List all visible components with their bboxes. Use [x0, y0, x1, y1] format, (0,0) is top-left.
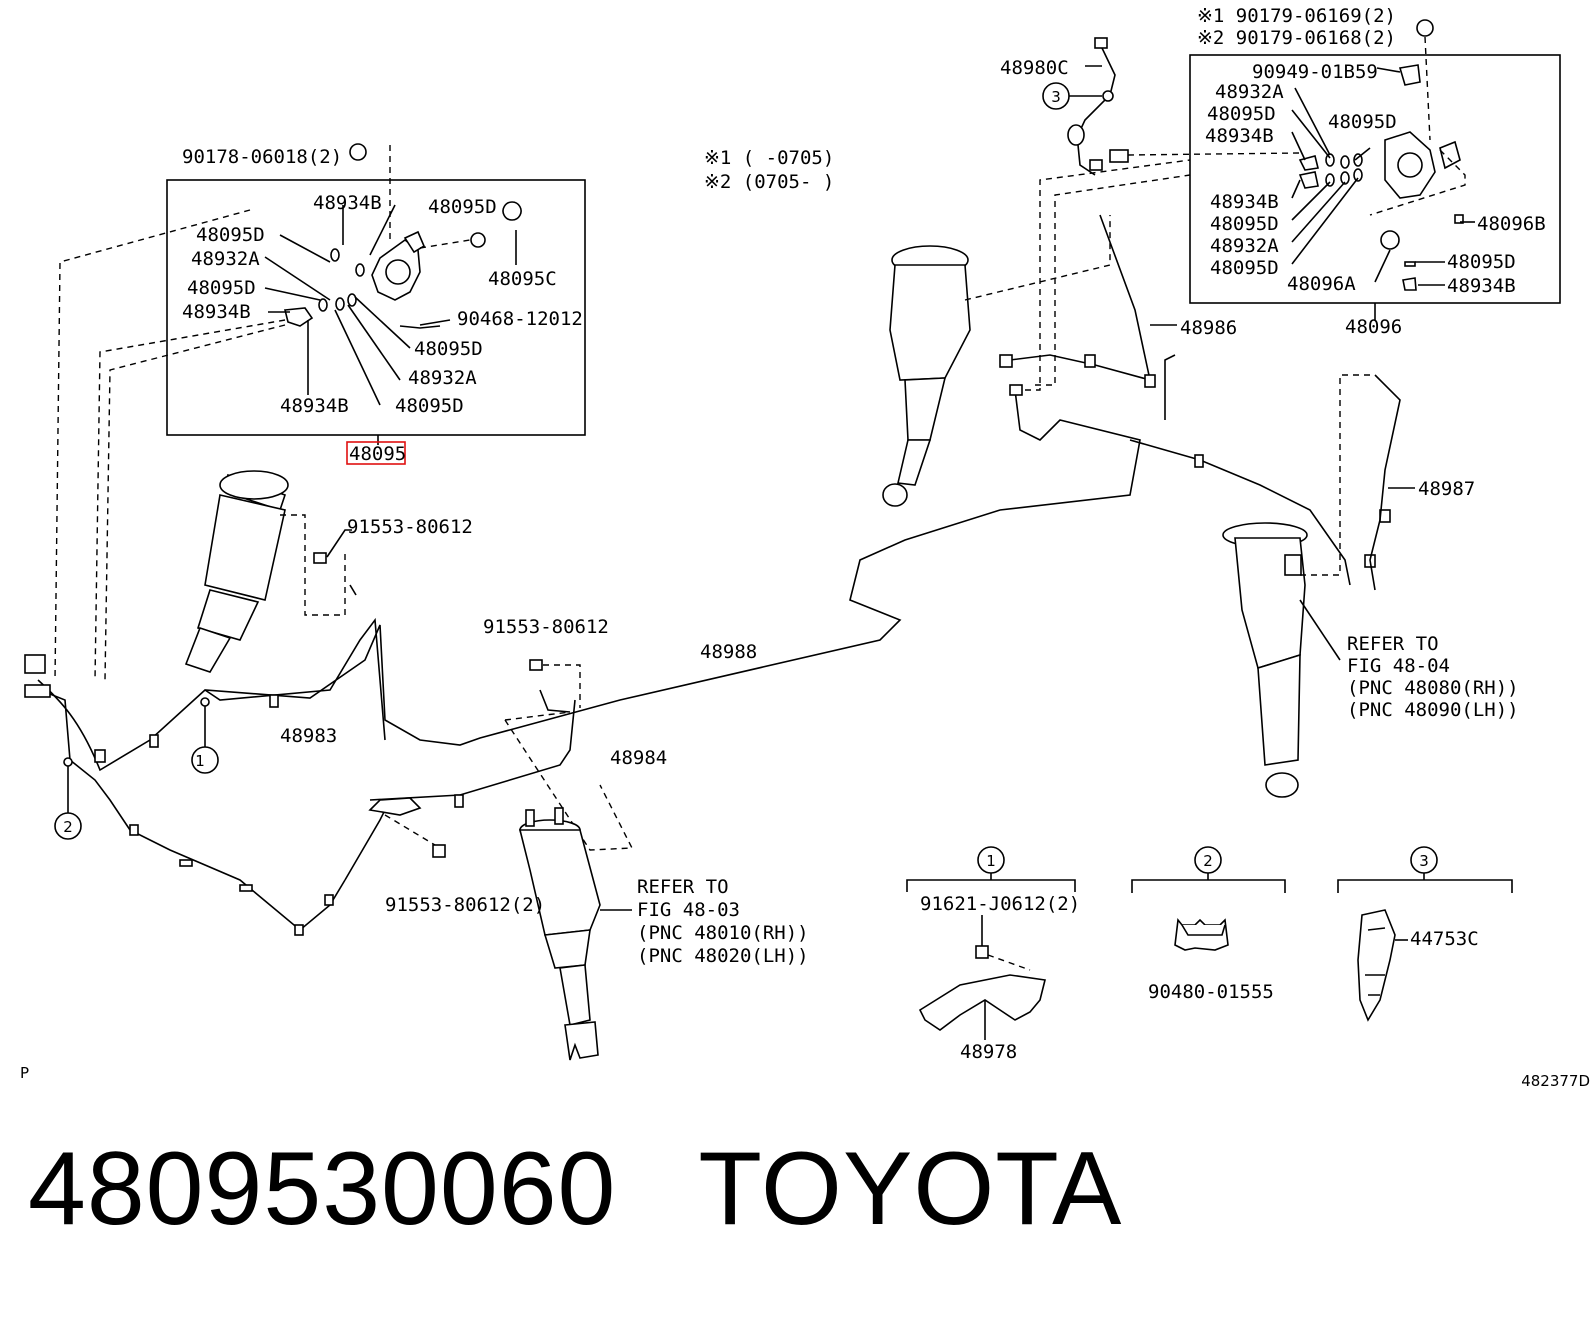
callout-number: 2 — [1203, 852, 1213, 870]
label-48095D: 48095D — [395, 395, 464, 417]
label-48987: 48987 — [1418, 478, 1475, 500]
label-48095D: 48095D — [1207, 103, 1276, 125]
refer-fig-48-04-line1: REFER TO — [1347, 633, 1439, 655]
caption: 4809530060 TOYOTA — [28, 1130, 1204, 1249]
label-48934B: 48934B — [1447, 275, 1516, 297]
label-48934B: 48934B — [1210, 191, 1279, 213]
refer-fig-48-04-line3: (PNC 48080(RH)) — [1347, 677, 1519, 699]
label-48932A: 48932A — [408, 367, 477, 389]
label-48096B: 48096B — [1477, 213, 1546, 235]
selected-part-highlight — [346, 441, 406, 465]
label-48988: 48988 — [700, 641, 757, 663]
label-90178: 90178-06018(2) — [182, 146, 342, 168]
label-48095-selected[interactable]: 48095 — [349, 443, 406, 465]
subdetail-3 — [1337, 846, 1513, 1022]
label-r2: ※2 90179-06168(2) — [1197, 27, 1396, 49]
brand-name: TOYOTA — [698, 1131, 1123, 1247]
label-91621: 91621-J0612(2) — [920, 893, 1080, 915]
height-sensor-front — [283, 143, 522, 329]
note-2: ※2 (0705- ) — [704, 171, 834, 193]
refer-fig-48-04-line2: FIG 48-04 — [1347, 655, 1450, 677]
parts-diagram: 90178-06018(2) 48934B 48095D 48095D 4893… — [20, 5, 1590, 1090]
callout-number: 3 — [1051, 88, 1061, 106]
label-91553: 91553-80612 — [347, 516, 473, 538]
label-90949: 90949-01B59 — [1252, 61, 1378, 83]
refer-fig-48-03-line1: REFER TO — [637, 876, 729, 898]
label-48932A: 48932A — [1215, 81, 1284, 103]
air-strut-front-right — [1222, 522, 1308, 798]
label-48095D: 48095D — [1210, 257, 1279, 279]
diagram-id: 482377D — [1521, 1072, 1590, 1090]
label-48934B: 48934B — [182, 301, 251, 323]
subdetail-1 — [906, 846, 1076, 1031]
label-48934B: 48934B — [1205, 125, 1274, 147]
height-sensor-rear — [1298, 19, 1464, 291]
label-48980C: 48980C — [1000, 57, 1069, 79]
label-48096A: 48096A — [1287, 273, 1356, 295]
air-strut-front-left — [518, 807, 601, 1061]
label-48095D: 48095D — [1328, 111, 1397, 133]
label-90480: 90480-01555 — [1148, 981, 1274, 1003]
refer-fig-48-03-line4: (PNC 48020(LH)) — [637, 945, 809, 967]
label-91553: 91553-80612 — [483, 616, 609, 638]
label-48095D: 48095D — [187, 277, 256, 299]
subdetail-2 — [1131, 846, 1286, 951]
air-strut-rear-middle — [882, 245, 971, 507]
detail-box-48095 — [166, 179, 586, 436]
refer-fig-48-03-line3: (PNC 48010(RH)) — [637, 922, 809, 944]
label-48932A: 48932A — [191, 248, 260, 270]
callout-number: 2 — [63, 818, 73, 836]
label-48095D: 48095D — [1210, 213, 1279, 235]
label-48934B: 48934B — [313, 192, 382, 214]
label-48095D: 48095D — [196, 224, 265, 246]
label-48095D: 48095D — [1447, 251, 1516, 273]
label-48983: 48983 — [280, 725, 337, 747]
callout-number: 1 — [986, 852, 996, 870]
label-48934B: 48934B — [280, 395, 349, 417]
pipe-48988 — [37, 389, 1141, 772]
part-number: 4809530060 — [28, 1131, 617, 1247]
callout-number: 3 — [1419, 852, 1429, 870]
label-48932A: 48932A — [1210, 235, 1279, 257]
label-48095D: 48095D — [428, 196, 497, 218]
label-48096: 48096 — [1345, 316, 1402, 338]
callout-circles — [54, 82, 1070, 840]
callout-number: 1 — [195, 752, 205, 770]
label-48095D: 48095D — [414, 338, 483, 360]
air-spring-rear-left — [184, 470, 289, 673]
footer-left-code: P — [20, 1064, 29, 1082]
label-91553-2: 91553-80612(2) — [385, 894, 545, 916]
label-48984: 48984 — [610, 747, 667, 769]
refer-fig-48-03-line2: FIG 48-03 — [637, 899, 740, 921]
note-1: ※1 ( -0705) — [704, 147, 834, 169]
refer-fig-48-04-line4: (PNC 48090(LH)) — [1347, 699, 1519, 721]
label-48986: 48986 — [1180, 317, 1237, 339]
label-r1: ※1 90179-06169(2) — [1197, 5, 1396, 27]
label-48978: 48978 — [960, 1041, 1017, 1063]
label-90468: 90468-12012 — [457, 308, 583, 330]
label-44753C: 44753C — [1410, 928, 1479, 950]
label-48095C: 48095C — [488, 268, 557, 290]
